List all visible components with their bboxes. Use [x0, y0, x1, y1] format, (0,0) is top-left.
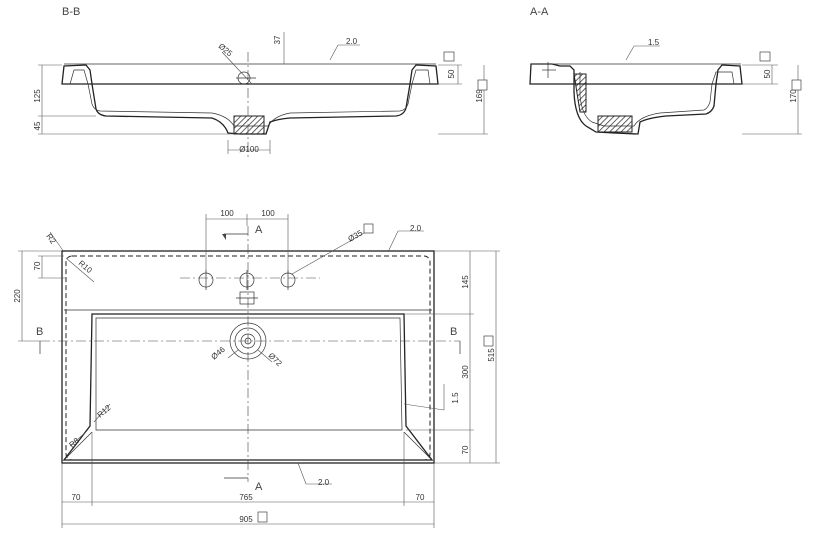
section-bb: B-B 125 45 37 Ø25 2.0 50	[33, 6, 488, 160]
plan-tap-hole-left	[198, 270, 214, 290]
plan-dim-thickness-top: 2.0	[410, 224, 422, 233]
aa-dim-170: 170	[789, 89, 798, 103]
aa-leader-thickness	[625, 45, 635, 61]
plan-dim-thickness-bottom: 2.0	[318, 478, 330, 487]
plan-dim-70-bottom-left: 70	[72, 493, 81, 502]
plan-section-b-left: B	[36, 326, 43, 338]
plan-dim-905: 905	[239, 515, 253, 524]
bb-tolerance-box-2	[477, 79, 488, 91]
plan-dim-tap-dia: Ø35	[347, 228, 365, 244]
section-aa: A-A 1.5 50 170	[529, 6, 802, 135]
plan-dim-765: 765	[239, 493, 253, 502]
bb-dim-37: 37	[273, 35, 282, 44]
plan-section-a-top-arrow	[222, 234, 226, 240]
plan-leader-thickness-bottom	[297, 462, 307, 485]
plan-leader-r8	[69, 431, 87, 447]
bb-dim-169: 169	[475, 89, 484, 103]
plan-tolerance-box-1	[363, 223, 374, 234]
aa-dim-50: 50	[763, 69, 772, 78]
bb-dim-125: 125	[33, 89, 42, 103]
plan-dim-70-bottom-right: 70	[416, 493, 425, 502]
plan-tolerance-box-2	[483, 335, 494, 347]
plan-dim-70-right: 70	[461, 445, 470, 454]
bb-leader-hole	[221, 51, 253, 85]
section-aa-title: A-A	[530, 6, 549, 18]
aa-tolerance-box-1	[759, 51, 771, 62]
plan-tap-hole-right	[280, 270, 296, 290]
plan-dim-r2: R2	[44, 232, 58, 246]
plan-dim-220: 220	[13, 289, 22, 303]
plan-corner-line-right	[403, 431, 431, 459]
bb-dim-45: 45	[33, 121, 42, 130]
plan-leader-tap-dia	[291, 231, 367, 275]
aa-inner-profile	[579, 71, 735, 127]
bb-drain-hatch	[233, 115, 265, 135]
bb-dim-drain: Ø100	[239, 145, 259, 154]
bb-leader-thickness	[329, 44, 339, 61]
plan-drain	[229, 322, 267, 360]
aa-tolerance-box-2	[791, 79, 802, 91]
plan-section-a-bottom: A	[255, 481, 263, 493]
plan-dim-100-left: 100	[220, 209, 234, 218]
plan-dim-145: 145	[461, 275, 470, 289]
section-bb-title: B-B	[62, 6, 80, 18]
plan-leader-r10	[65, 257, 95, 283]
plan-dim-515: 515	[487, 348, 496, 362]
plan-section-a-top: A	[255, 224, 263, 236]
plan-tolerance-box-3	[257, 511, 268, 523]
bb-dim-thickness: 2.0	[346, 37, 358, 46]
plan-leader-thickness-top	[387, 230, 399, 253]
plan-dim-drain-inner: Ø46	[210, 345, 228, 362]
plan-tap-hole-center	[239, 270, 255, 290]
plan-basin-inner	[95, 317, 403, 431]
aa-dim-thickness: 1.5	[648, 38, 660, 47]
aa-overflow-hatch	[573, 73, 587, 113]
plan-leader-drain-outer	[257, 349, 273, 363]
plan-dim-300: 300	[461, 365, 470, 379]
plan-dim-70-left: 70	[33, 261, 42, 270]
plan-view: A A B B 100 100 Ø35 2.0 R2 70 R10	[13, 209, 500, 528]
bb-outer-profile	[61, 64, 439, 135]
plan-leader-thickness-side	[403, 403, 445, 411]
aa-outer-profile	[529, 63, 743, 135]
plan-leader-r12	[93, 403, 111, 423]
plan-dim-drain-outer: Ø72	[267, 351, 284, 368]
bb-dim-50: 50	[447, 69, 456, 78]
aa-drain-hatch	[597, 115, 633, 133]
bb-tolerance-box-1	[443, 51, 455, 62]
plan-dim-100-right: 100	[261, 209, 275, 218]
plan-corner-line-left	[65, 431, 93, 459]
plan-section-b-right: B	[450, 326, 457, 338]
plan-leader-drain-inner	[227, 349, 239, 359]
plan-dim-r12: R12	[96, 403, 113, 420]
plan-dim-r10: R10	[77, 259, 94, 276]
plan-leader-r2	[49, 231, 65, 253]
plan-dim-thickness-side: 1.5	[451, 392, 460, 404]
